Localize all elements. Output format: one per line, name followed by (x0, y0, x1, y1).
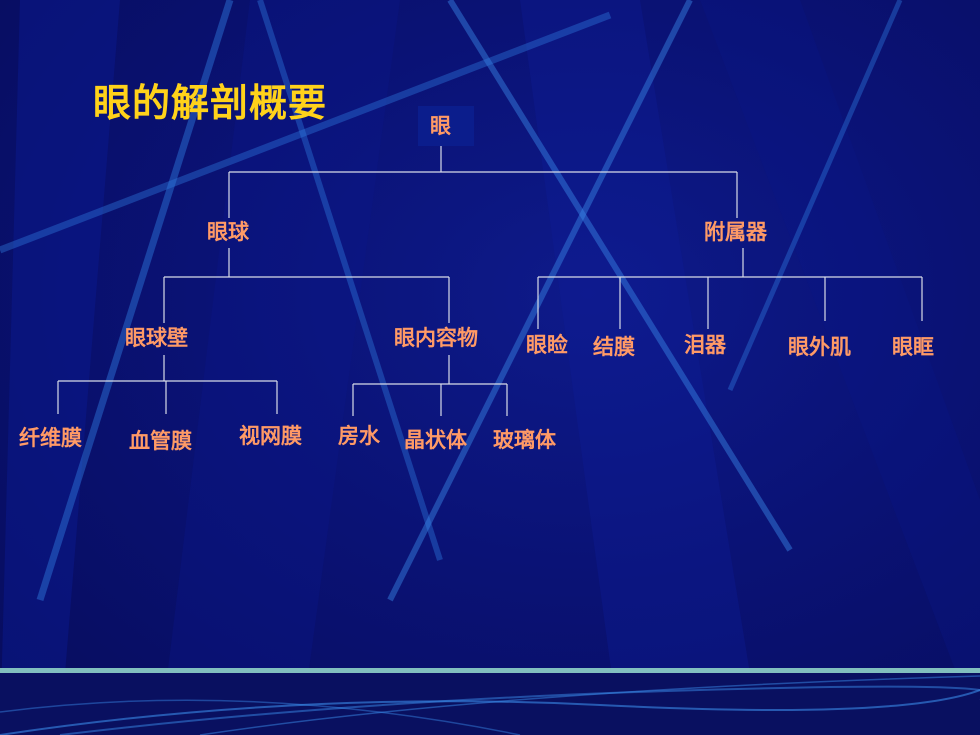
node-retina: 视网膜 (239, 424, 302, 448)
node-orbit: 眼眶 (892, 335, 934, 359)
node-eyeball-wall: 眼球壁 (125, 326, 188, 350)
node-aqueous-humor: 房水 (338, 424, 380, 448)
node-lens: 晶状体 (404, 428, 467, 452)
node-extraocular-muscles: 眼外肌 (788, 335, 851, 359)
node-eyelid: 眼睑 (526, 333, 568, 357)
node-eyeball: 眼球 (207, 220, 249, 244)
root-node-box (418, 106, 474, 146)
node-fibrous-tunic: 纤维膜 (19, 426, 82, 450)
node-conjunctiva: 结膜 (593, 335, 635, 359)
slide-title: 眼的解剖概要 (93, 81, 328, 125)
node-adnexa: 附属器 (704, 220, 767, 244)
node-eye-contents: 眼内容物 (394, 326, 478, 350)
node-lacrimal-apparatus: 泪器 (684, 333, 726, 357)
node-vascular-tunic: 血管膜 (129, 429, 192, 453)
node-eye: 眼 (430, 114, 451, 138)
node-vitreous-body: 玻璃体 (493, 428, 556, 452)
